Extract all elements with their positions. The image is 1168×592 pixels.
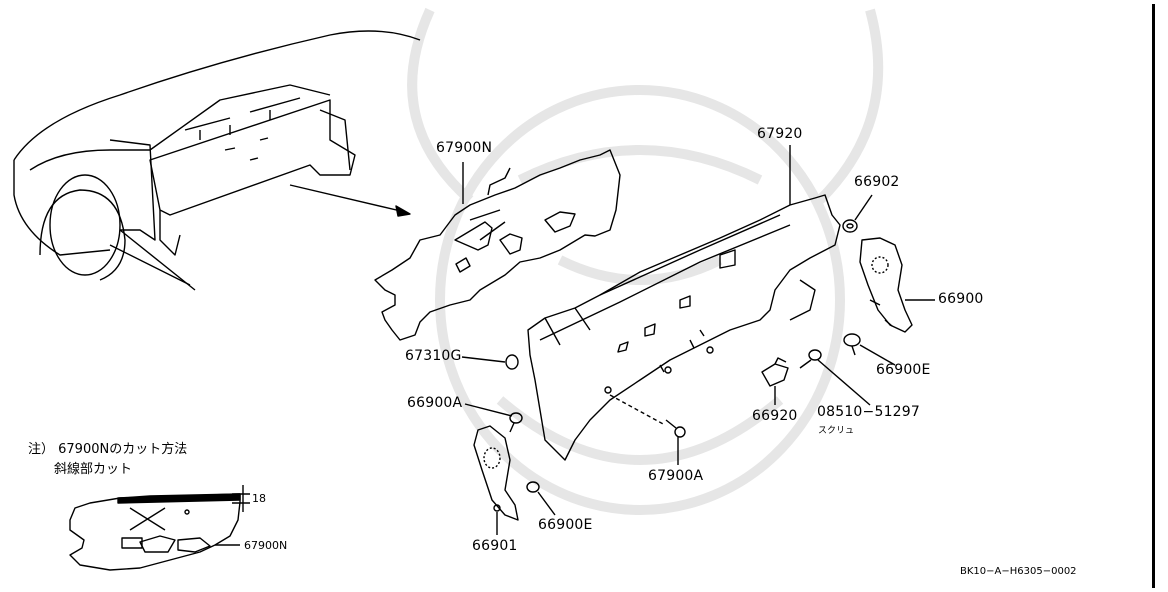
leader-66900A bbox=[464, 403, 513, 417]
leader-08510 bbox=[817, 359, 871, 406]
cut-method-sketch bbox=[69, 485, 250, 571]
clip-66900E-left bbox=[526, 481, 540, 493]
note-part-label: 67900N bbox=[244, 539, 288, 552]
bolt-67900A bbox=[665, 419, 686, 438]
label-66900A: 66900A bbox=[407, 395, 463, 411]
bracket-66901 bbox=[473, 425, 519, 521]
note-dimension: 18 bbox=[252, 492, 266, 505]
screw-08510 bbox=[799, 349, 822, 369]
panel-66900 bbox=[859, 237, 913, 333]
leader-66900E-right bbox=[859, 344, 896, 366]
dashed-guide-67900A bbox=[609, 394, 666, 426]
trunk-trim-67920 bbox=[527, 194, 841, 461]
right-border-rule bbox=[1152, 4, 1155, 588]
label-66900: 66900 bbox=[938, 291, 984, 307]
clip-66900E-right bbox=[843, 333, 861, 356]
label-67900N: 67900N bbox=[436, 140, 493, 156]
label-66900E-right: 66900E bbox=[876, 362, 931, 378]
nut-66902 bbox=[842, 219, 858, 233]
view-arrow bbox=[289, 184, 406, 213]
label-08510-51297: 08510−51297 bbox=[817, 404, 921, 420]
bolt-66900A bbox=[509, 412, 523, 433]
label-67920: 67920 bbox=[757, 126, 803, 142]
leader-66900E-left bbox=[537, 491, 556, 516]
clip-67310G bbox=[505, 354, 519, 370]
note-title: 注） 67900Nのカット方法 bbox=[28, 442, 188, 457]
label-67310G: 67310G bbox=[405, 348, 462, 364]
label-screw: スクリュ bbox=[818, 426, 855, 436]
label-66902: 66902 bbox=[854, 174, 900, 190]
label-66901: 66901 bbox=[472, 538, 518, 554]
leader-66902 bbox=[854, 194, 873, 221]
note-subtitle: 斜線部カット bbox=[54, 462, 133, 477]
car-rear-view bbox=[13, 30, 421, 291]
diagram-code: BK10−A−H6305−0002 bbox=[960, 566, 1077, 577]
insulator-67900N bbox=[374, 149, 621, 341]
label-67900A: 67900A bbox=[648, 468, 704, 484]
leader-67310G bbox=[461, 356, 506, 363]
label-66900E-left: 66900E bbox=[538, 517, 593, 533]
bracket-66920 bbox=[761, 357, 789, 387]
label-66920: 66920 bbox=[752, 408, 798, 424]
